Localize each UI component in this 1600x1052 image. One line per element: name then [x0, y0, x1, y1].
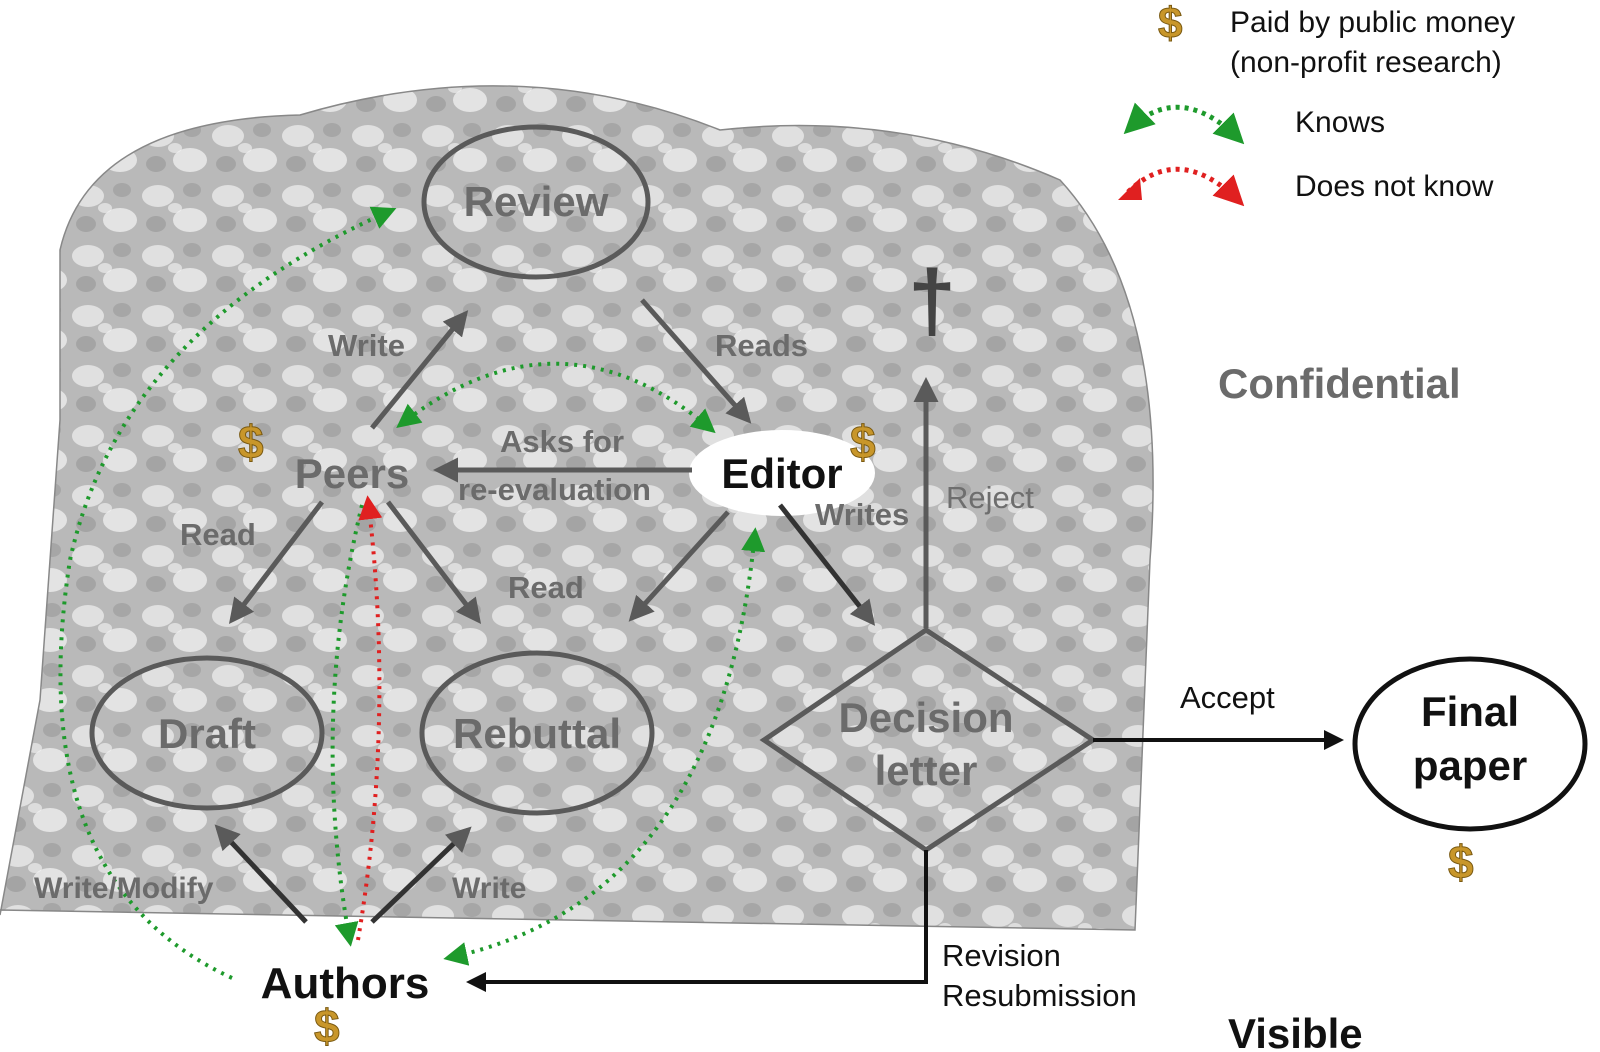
review-label: Review	[464, 178, 609, 225]
decision-label-1: Decision	[838, 694, 1013, 741]
rebuttal-label: Rebuttal	[453, 710, 621, 757]
read-draft-label: Read	[180, 517, 256, 552]
final-paper-node	[1352, 656, 1588, 832]
legend-dollar-text-2: (non-profit research)	[1230, 46, 1502, 79]
peers-dollar-icon: $	[238, 416, 264, 468]
revision-label-1: Revision	[942, 938, 1061, 973]
peers-write-review-arrow	[370, 310, 469, 430]
reads-label: Reads	[715, 328, 808, 363]
confidential-region	[0, 85, 1154, 931]
reject-label: Reject	[946, 480, 1034, 515]
authors-write-draft-arrow	[214, 824, 308, 924]
editor-writes-decision-arrow	[778, 503, 876, 626]
write-review-label: Write	[328, 328, 405, 363]
authors-label: Authors	[261, 959, 430, 1008]
confidential-label: Confidential	[1218, 360, 1461, 407]
final-dollar-icon: $	[1448, 836, 1474, 888]
legend-does-not-know-label: Does not know	[1295, 170, 1494, 203]
draft-label: Draft	[158, 710, 256, 757]
peers-knows-editor-arrow	[396, 361, 716, 434]
write-rebuttal-label: Write	[452, 872, 526, 905]
editor-label: Editor	[721, 450, 842, 497]
decision-revision-arrow	[466, 850, 928, 992]
legend-dollar-icon: $	[1158, 0, 1182, 48]
legend: $ Paid by public money (non-profit resea…	[1118, 0, 1515, 207]
asks-label-2: re-evaluation	[458, 472, 651, 507]
legend-does-not-know-arrow-icon	[1126, 166, 1245, 207]
writes-label: Writes	[815, 497, 909, 532]
final-label-1: Final	[1421, 688, 1519, 735]
review-node	[421, 124, 651, 280]
legend-knows-label: Knows	[1295, 106, 1385, 139]
legend-knows-arrow-icon	[1123, 102, 1245, 145]
editor-dollar-icon: $	[850, 416, 876, 468]
legend-dollar-text-1: Paid by public money	[1230, 6, 1515, 39]
editor-knows-authors-arrow	[443, 527, 766, 966]
peers-label: Peers	[295, 450, 409, 497]
draft-node	[89, 655, 325, 811]
revision-label-2: Resubmission	[942, 978, 1137, 1013]
peers-knows-authors-arrow	[330, 504, 364, 947]
peers-read-draft-arrow	[228, 500, 324, 624]
authors-dollar-icon: $	[314, 1000, 340, 1052]
accept-label: Accept	[1180, 680, 1275, 715]
editor-node	[689, 430, 875, 516]
cross-icon: †	[908, 253, 956, 349]
final-label-2: paper	[1413, 742, 1527, 789]
write-modify-label: Write/Modify	[34, 872, 214, 905]
decision-label-2: letter	[875, 747, 978, 794]
asks-label-1: Asks for	[500, 424, 624, 459]
visible-label: Visible	[1228, 1010, 1363, 1052]
read-rebuttal-label: Read	[508, 570, 584, 605]
review-reads-editor-arrow	[640, 298, 752, 424]
